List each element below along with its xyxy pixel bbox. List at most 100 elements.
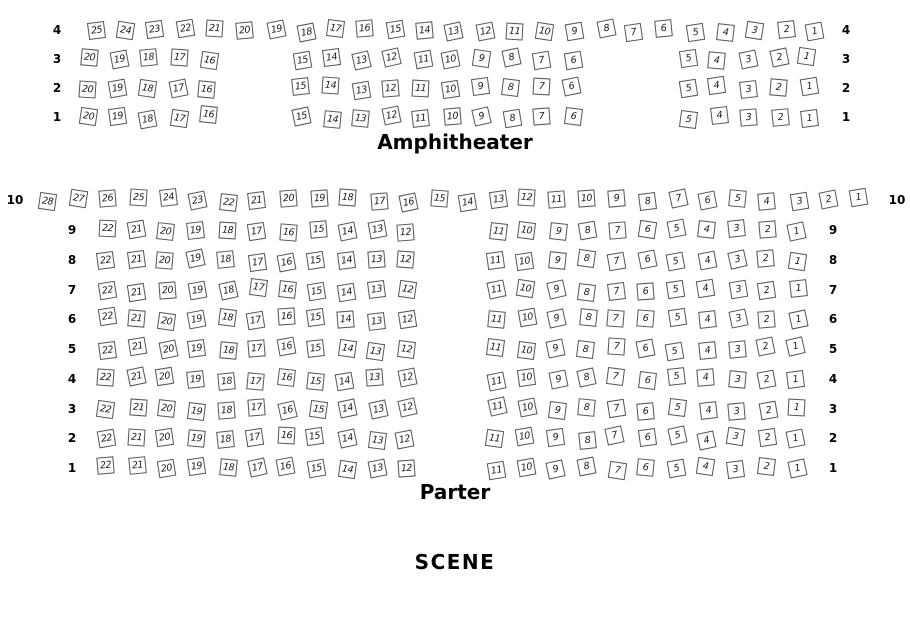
seat[interactable]: 11 (505, 22, 524, 41)
seat[interactable]: 11 (486, 371, 507, 392)
seat[interactable]: 18 (296, 22, 316, 43)
seat[interactable]: 21 (126, 366, 147, 387)
seat[interactable]: 7 (604, 425, 625, 446)
seat[interactable]: 16 (277, 307, 296, 326)
seat[interactable]: 15 (306, 281, 326, 301)
seat[interactable]: 3 (738, 107, 758, 127)
seat[interactable]: 25 (86, 20, 106, 40)
seat[interactable]: 19 (186, 220, 206, 240)
seat[interactable]: 2 (758, 220, 778, 239)
seat[interactable]: 1 (800, 108, 820, 128)
seat[interactable]: 20 (156, 311, 177, 331)
seat[interactable]: 13 (367, 430, 387, 450)
seat[interactable]: 10 (516, 220, 536, 240)
seat[interactable]: 10 (514, 426, 535, 446)
seat[interactable]: 12 (381, 105, 402, 126)
seat[interactable]: 13 (443, 21, 464, 42)
seat[interactable]: 5 (666, 279, 686, 300)
seat[interactable]: 18 (139, 48, 159, 67)
seat[interactable]: 7 (606, 251, 627, 271)
seat[interactable]: 18 (217, 307, 237, 327)
seat[interactable]: 15 (430, 188, 449, 208)
seat[interactable]: 5 (685, 22, 705, 42)
seat[interactable]: 2 (757, 281, 777, 301)
seat[interactable]: 18 (215, 249, 235, 269)
seat[interactable]: 14 (337, 221, 358, 242)
seat[interactable]: 20 (158, 280, 178, 300)
seat[interactable]: 9 (548, 250, 567, 270)
seat[interactable]: 7 (607, 220, 627, 240)
seat[interactable]: 13 (366, 341, 386, 362)
seat[interactable]: 20 (155, 367, 175, 387)
seat[interactable]: 17 (370, 191, 389, 211)
seat[interactable]: 8 (502, 108, 523, 129)
seat[interactable]: 14 (337, 427, 358, 449)
seat[interactable]: 17 (170, 108, 190, 129)
seat[interactable]: 1 (786, 221, 807, 243)
seat[interactable]: 16 (275, 456, 296, 477)
seat[interactable]: 21 (127, 428, 146, 447)
seat[interactable]: 20 (156, 222, 176, 242)
seat[interactable]: 11 (484, 428, 505, 448)
seat[interactable]: 14 (321, 47, 341, 67)
seat[interactable]: 22 (96, 428, 117, 449)
seat[interactable]: 4 (696, 279, 716, 299)
seat[interactable]: 1 (785, 336, 807, 357)
seat[interactable]: 16 (277, 426, 296, 445)
seat[interactable]: 1 (787, 252, 807, 272)
seat[interactable]: 18 (337, 188, 357, 207)
seat[interactable]: 16 (199, 50, 220, 70)
seat[interactable]: 11 (489, 222, 508, 242)
seat[interactable]: 20 (156, 458, 176, 478)
seat[interactable]: 10 (577, 189, 596, 208)
seat[interactable]: 16 (278, 280, 297, 300)
seat[interactable]: 9 (545, 338, 566, 359)
seat[interactable]: 7 (606, 367, 626, 387)
seat[interactable]: 16 (398, 192, 419, 213)
seat[interactable]: 11 (411, 109, 431, 129)
seat[interactable]: 17 (168, 78, 189, 99)
seat[interactable]: 8 (577, 398, 597, 418)
seat[interactable]: 3 (726, 459, 746, 479)
seat[interactable]: 9 (545, 459, 566, 480)
seat[interactable]: 3 (726, 219, 746, 239)
seat[interactable]: 3 (744, 20, 765, 41)
seat[interactable]: 11 (486, 279, 507, 300)
seat[interactable]: 3 (739, 80, 759, 99)
seat[interactable]: 10 (517, 307, 538, 328)
seat[interactable]: 7 (531, 107, 551, 126)
seat[interactable]: 19 (184, 247, 206, 269)
seat[interactable]: 4 (697, 219, 717, 239)
seat[interactable]: 6 (563, 50, 583, 71)
seat[interactable]: 20 (80, 48, 99, 67)
seat[interactable]: 5 (678, 48, 699, 68)
seat[interactable]: 4 (698, 401, 718, 421)
seat[interactable]: 21 (127, 309, 147, 328)
seat[interactable]: 18 (217, 371, 237, 391)
seat[interactable]: 2 (769, 47, 790, 68)
seat[interactable]: 1 (788, 309, 809, 330)
seat[interactable]: 22 (96, 367, 115, 387)
seat[interactable]: 2 (818, 189, 839, 210)
seat[interactable]: 26 (98, 189, 117, 208)
seat[interactable]: 15 (290, 76, 310, 96)
seat[interactable]: 1 (849, 187, 869, 208)
seat[interactable]: 4 (706, 76, 727, 96)
seat[interactable]: 9 (548, 401, 567, 421)
seat[interactable]: 6 (637, 249, 658, 270)
seat[interactable]: 19 (185, 370, 205, 389)
seat[interactable]: 8 (637, 191, 657, 211)
seat[interactable]: 18 (216, 430, 236, 450)
seat[interactable]: 19 (186, 456, 207, 476)
seat[interactable]: 1 (804, 22, 825, 42)
seat[interactable]: 5 (666, 458, 687, 479)
seat[interactable]: 16 (277, 368, 297, 388)
seat[interactable]: 5 (666, 218, 687, 239)
seat[interactable]: 18 (137, 78, 158, 99)
seat[interactable]: 16 (279, 222, 298, 242)
seat[interactable]: 20 (78, 80, 97, 99)
seat[interactable]: 13 (368, 399, 389, 420)
seat[interactable]: 24 (115, 20, 135, 41)
seat[interactable]: 14 (335, 371, 355, 392)
seat[interactable]: 15 (308, 220, 328, 239)
